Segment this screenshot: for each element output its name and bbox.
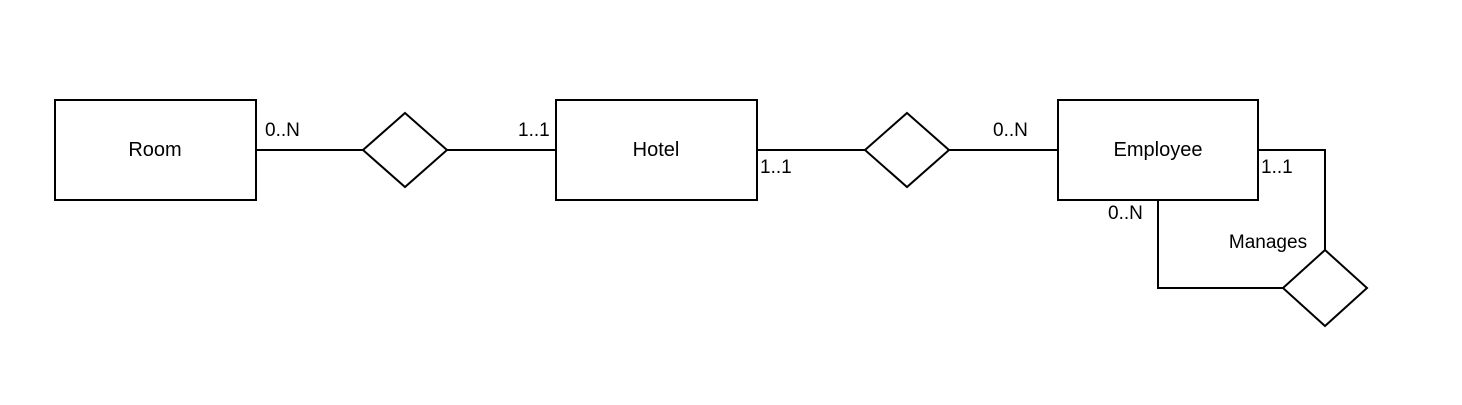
relationship-manages-label: Manages xyxy=(1229,232,1307,253)
cardinality-hotel-employee-side: 1..1 xyxy=(760,157,792,178)
cardinality-employee-hotel-side: 0..N xyxy=(993,120,1028,141)
entity-room-label: Room xyxy=(128,139,181,161)
cardinality-employee-managed-side: 0..N xyxy=(1108,203,1143,224)
link-employee-to-manages-top xyxy=(1258,149,1326,250)
cardinality-hotel-room-side: 1..1 xyxy=(518,120,550,141)
entity-hotel[interactable]: Hotel xyxy=(555,99,758,201)
relationship-room-hotel-diamond[interactable] xyxy=(361,111,449,189)
relationship-hotel-employee-diamond[interactable] xyxy=(863,111,951,189)
link-employee-to-manages-bottom xyxy=(1157,200,1283,289)
entity-room[interactable]: Room xyxy=(54,99,257,201)
relationship-manages-diamond[interactable] xyxy=(1281,248,1369,328)
cardinality-employee-manager-side: 1..1 xyxy=(1261,157,1293,178)
entity-hotel-label: Hotel xyxy=(633,139,680,161)
cardinality-room-side: 0..N xyxy=(265,120,300,141)
entity-employee-label: Employee xyxy=(1114,139,1203,161)
entity-employee[interactable]: Employee xyxy=(1057,99,1259,201)
